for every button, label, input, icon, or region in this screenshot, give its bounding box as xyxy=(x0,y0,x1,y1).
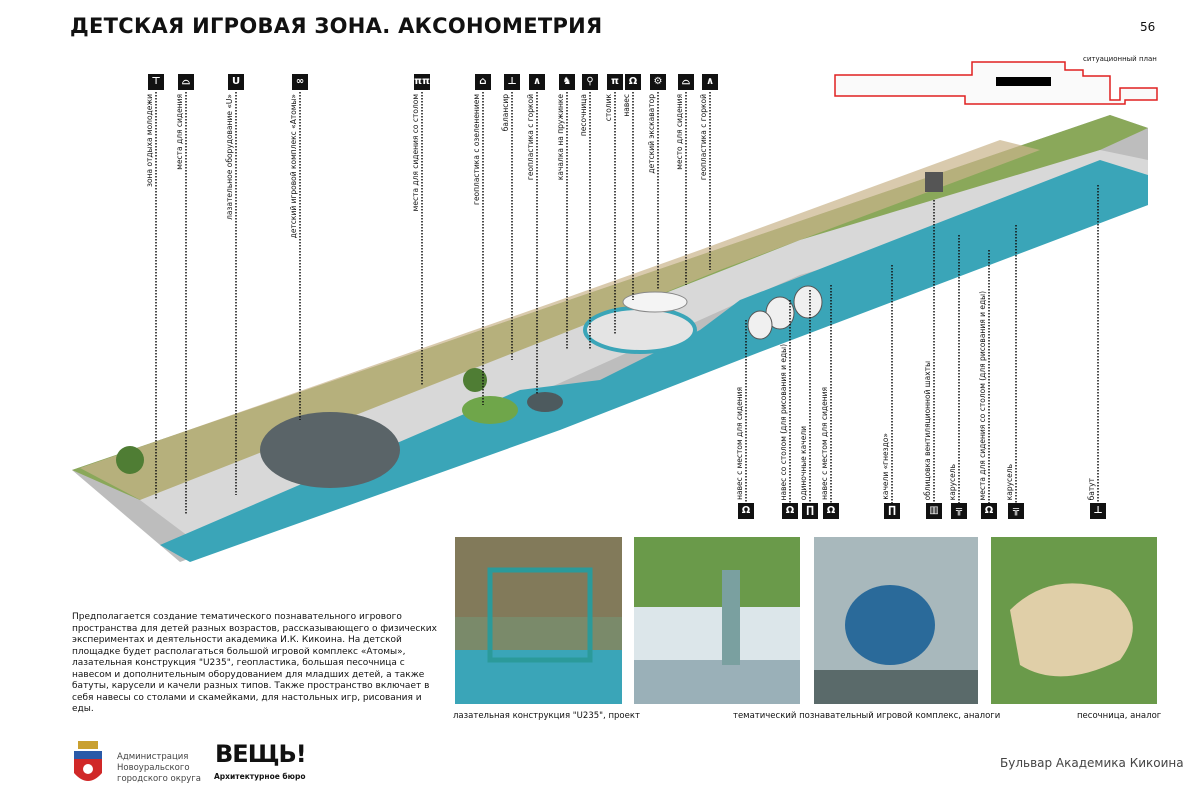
bench-icon: ⊤ xyxy=(148,74,164,90)
bottom-label-text: одиночные качели xyxy=(799,425,808,500)
slide-icon: ∧ xyxy=(702,74,718,90)
bottom-label-text: места для сидения со столом (для рисован… xyxy=(978,290,987,500)
table-seats-icon: ππ xyxy=(414,74,430,90)
slide-icon: ∧ xyxy=(529,74,545,90)
top-label-text: геопластика с горкой xyxy=(699,94,708,181)
trampoline-icon: ⊥ xyxy=(1090,503,1106,519)
top-label-text: место для сидения xyxy=(675,94,684,170)
top-label-text: геопластика с озеленением xyxy=(472,94,481,205)
canopy-table-icon: Ω xyxy=(782,503,798,519)
carousel-icon: ╦ xyxy=(1008,503,1024,519)
top-label-text: места для сидения со столом xyxy=(411,94,420,212)
bottom-label-text: навес с местом для сидения xyxy=(820,387,829,500)
canopy-icon: Ω xyxy=(625,74,641,90)
page-title: ДЕТСКАЯ ИГРОВАЯ ЗОНА. АКСОНОМЕТРИЯ xyxy=(70,14,603,38)
bureau-subtitle: Архитектурное бюро xyxy=(214,772,306,781)
admin-line: Новоуральского xyxy=(117,763,190,773)
top-label-text: детский экскаватор xyxy=(647,94,656,174)
top-label-text: балансир xyxy=(501,94,510,132)
caption-sandbox: песочница, аналог xyxy=(1077,711,1162,721)
carousel-icon: ╦ xyxy=(951,503,967,519)
seat-icon: ⌓ xyxy=(678,74,694,90)
top-label-text: качалка на пружинке xyxy=(556,94,565,181)
top-label-text: лазательное оборудование «U» xyxy=(225,94,234,220)
top-label-text: зона отдыха молодежи xyxy=(145,94,154,188)
small-table-icon: π xyxy=(607,74,623,90)
bottom-label-text: карусель xyxy=(948,463,957,500)
canopy-table-icon: Ω xyxy=(981,503,997,519)
top-label-text: детский игровой комплекс «Атомы» xyxy=(289,94,298,239)
coat-of-arms-icon xyxy=(74,741,102,781)
page-number: 56 xyxy=(1140,20,1156,34)
sandbox-icon: ⚲ xyxy=(582,74,598,90)
admin-line: городского округа xyxy=(117,774,201,784)
bottom-label-text: облицовка вентиляционной шахты xyxy=(923,360,932,500)
leader-lines xyxy=(155,92,1099,515)
u-climber-icon: U xyxy=(228,74,244,90)
atoms-icon: ∞ xyxy=(292,74,308,90)
caption-u235: лазательная конструкция "U235", проект xyxy=(453,711,640,721)
swing-icon: ∏ xyxy=(802,503,818,519)
bottom-label-text: навес с местом для сидения xyxy=(735,387,744,500)
situation-plan xyxy=(834,61,1158,105)
bureau-logo: ВЕЩЬ! xyxy=(215,740,307,768)
bottom-label-text: батут xyxy=(1087,477,1096,500)
admin-line: Администрация xyxy=(117,752,189,762)
top-label-text: навес xyxy=(622,94,631,117)
canopy-icon: Ω xyxy=(738,503,754,519)
top-label-text: места для сидения xyxy=(175,94,184,170)
seating-icon: ⌓ xyxy=(178,74,194,90)
description-text: Предполагается создание тематического по… xyxy=(72,612,437,714)
park-strip xyxy=(72,115,1148,562)
vent-shaft-icon: ▥ xyxy=(926,503,942,519)
bottom-label-text: качели «гнездо» xyxy=(881,433,890,500)
nest-swing-icon: ∏ xyxy=(884,503,900,519)
canopy-icon: Ω xyxy=(823,503,839,519)
top-label-text: столик xyxy=(604,94,613,122)
top-label-text: песочница xyxy=(579,94,588,137)
photos xyxy=(455,537,1157,704)
excavator-icon: ⚙ xyxy=(650,74,666,90)
caption-complex: тематический познавательный игровой комп… xyxy=(733,711,1001,721)
geoplastic-greenery-icon: ⌂ xyxy=(475,74,491,90)
situation-plan-label: ситуационный план xyxy=(1083,55,1157,63)
balancer-icon: ⊥ xyxy=(504,74,520,90)
bottom-label-text: навес со столом (для рисования и еды) xyxy=(779,343,788,500)
street-name: Бульвар Академика Кикоина xyxy=(1000,756,1184,770)
administration-name: Администрация Новоуральского городского … xyxy=(117,752,201,785)
spring-rocker-icon: ♞ xyxy=(559,74,575,90)
bottom-label-text: карусель xyxy=(1005,463,1014,500)
top-label-text: геопластика с горкой xyxy=(526,94,535,181)
